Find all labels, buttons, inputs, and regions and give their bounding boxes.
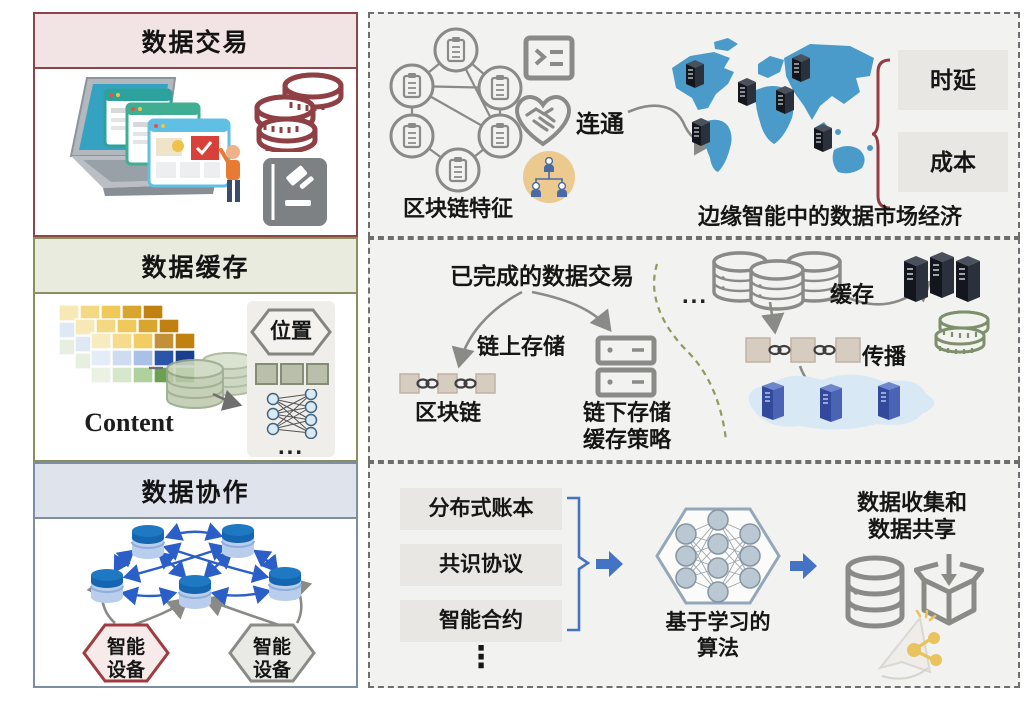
organization-icon [523, 151, 575, 203]
device-hexagon-right [228, 623, 316, 683]
onchain-label: 链上存储 [476, 334, 565, 359]
flow-arrow-2 [790, 553, 817, 579]
panel-title-trading: 数据交易 [141, 28, 250, 57]
database-outline-icon [845, 555, 905, 629]
connect-label: 连通 [576, 111, 624, 138]
person-figure [219, 145, 240, 202]
blockchain-features-label: 区块链特征 [402, 196, 513, 221]
offchain-server-icon [595, 335, 657, 398]
output-label: 数据收集和 数据共享 [856, 490, 967, 542]
coins-green-icon [934, 310, 990, 354]
latency-label: 时延 [930, 66, 976, 93]
world-map [672, 38, 874, 174]
panel-data-caching-header: 数据缓存 [35, 239, 356, 294]
cost-box: 成本 [898, 132, 1008, 192]
panel-data-caching: 数据缓存 Cont [33, 237, 358, 462]
nn-hexagon [655, 507, 781, 605]
algorithm-label: 基于学习的 算法 [665, 611, 771, 660]
coins-icon [254, 72, 344, 152]
device-right-label: 智能设备 [252, 637, 291, 682]
blockchain-label: 区块链 [414, 400, 481, 425]
panel-storage: 已完成的数据交易 链上存储 区块链 链下存储 缓存策略 ... 缓存 传播 [368, 238, 1020, 462]
caching-ellipsis: ... [277, 433, 304, 460]
consensus-box: 共识协议 [400, 544, 562, 586]
device-left-label: 智能设备 [106, 637, 145, 682]
offchain-label: 链下存储 缓存策略 [582, 400, 671, 452]
learning-vdots: ⋮ [466, 641, 496, 674]
panel-data-trading-header: 数据交易 [35, 14, 356, 69]
panel-data-collaboration-header: 数据协作 [35, 464, 356, 519]
laptop-illustration [69, 77, 240, 202]
contract-box: 智能合约 [400, 600, 562, 642]
panel-learning: 分布式账本 共识协议 智能合约 ⋮ 基于学习的 算法 [368, 462, 1020, 688]
ledger-label: 分布式账本 [428, 497, 534, 521]
market-caption: 边缘智能中的数据市场经济 [697, 204, 962, 229]
location-hexagon [250, 308, 332, 356]
completed-tx-label: 已完成的数据交易 [450, 263, 634, 289]
consensus-label: 共识协议 [439, 553, 523, 577]
parcel-icon [914, 554, 984, 626]
panel-title-collaboration: 数据协作 [141, 478, 250, 507]
panel-data-collaboration: 数据协作 [33, 462, 358, 688]
latency-box: 时延 [898, 50, 1008, 110]
cache-label: 缓存 [829, 282, 874, 307]
storage-graphics [399, 251, 990, 441]
caching-flow-arrows [149, 366, 243, 411]
location-label: 位置 [270, 320, 312, 343]
neural-network-icon [266, 389, 318, 439]
storage-ellipsis: ... [682, 282, 709, 309]
flow-arrow-1 [596, 551, 623, 577]
blockchain-network-icon [389, 27, 523, 193]
panel-title-caching: 数据缓存 [141, 253, 250, 282]
law-book-icon [263, 158, 327, 226]
bracket [567, 496, 591, 632]
device-hexagon-left [82, 623, 170, 683]
buffer-slots [255, 363, 329, 385]
contract-label: 智能合约 [439, 609, 523, 633]
list-icon [523, 35, 575, 81]
panel-data-trading: 数据交易 [33, 12, 358, 237]
panel-market-economy: 区块链特征 [368, 12, 1020, 238]
propagate-label: 传播 [861, 344, 906, 369]
brace [872, 58, 891, 210]
handshake-icon [515, 95, 571, 147]
share-icon [877, 610, 942, 680]
blockchain-chain-icon [399, 373, 496, 394]
cost-label: 成本 [930, 148, 976, 175]
content-label: Content [84, 408, 174, 437]
database-network [82, 522, 316, 683]
chain-icon-2 [745, 337, 861, 363]
ledger-box: 分布式账本 [400, 488, 562, 530]
